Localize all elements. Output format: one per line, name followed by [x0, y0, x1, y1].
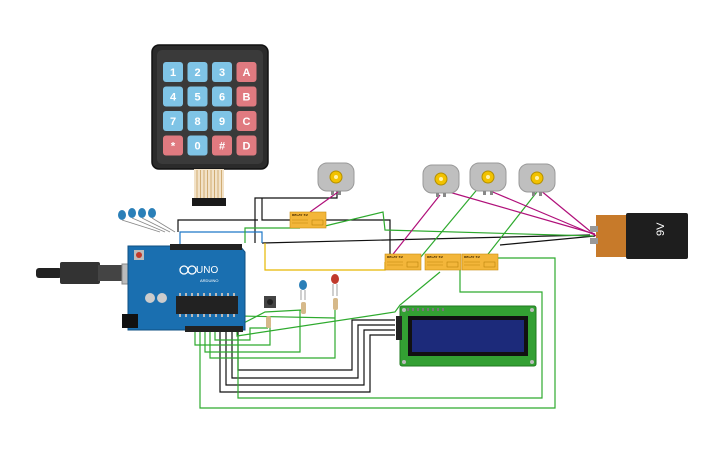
led-blue — [299, 280, 307, 300]
wire-blue — [179, 231, 263, 245]
relay-module: RELAY 5V — [384, 253, 422, 271]
resistor — [266, 316, 271, 328]
led-red — [331, 274, 339, 296]
wire-black — [219, 330, 395, 393]
keypad-key-label: # — [219, 141, 225, 153]
keypad-key-label: A — [243, 67, 251, 79]
keypad-key[interactable]: 7 — [163, 111, 183, 131]
keypad[interactable]: 1 2 3 A 4 5 6 B 7 8 9 C * 0 # D — [151, 44, 269, 206]
dc-motor — [518, 163, 556, 196]
relay-label: RELAY 5V — [464, 255, 481, 259]
wire-black — [231, 324, 395, 379]
push-button[interactable] — [264, 296, 276, 308]
relay-label: RELAY 5V — [427, 255, 444, 259]
wire-green — [244, 227, 300, 243]
wire-green — [209, 310, 336, 359]
wire-green — [204, 310, 301, 353]
arduino-model-label: UNO — [196, 265, 218, 276]
wire-green — [237, 270, 543, 399]
arduino-uno[interactable]: UNO ARDUINO — [36, 244, 246, 332]
lcd-16x2 — [396, 305, 537, 367]
wire-magenta — [487, 189, 596, 236]
resistor — [301, 302, 306, 314]
wire-black — [225, 329, 395, 386]
keypad-key[interactable]: # — [212, 135, 232, 156]
keypad-key[interactable]: 3 — [212, 62, 232, 82]
wire-green — [236, 271, 441, 337]
keypad-key-label: C — [243, 116, 251, 128]
wire-magenta — [539, 189, 597, 237]
keypad-key[interactable]: 1 — [163, 62, 183, 82]
keypad-key-label: 2 — [194, 67, 200, 79]
keypad-key[interactable]: 9 — [212, 111, 232, 131]
keypad-key-label: 5 — [194, 92, 200, 104]
keypad-key[interactable]: A — [236, 62, 257, 82]
keypad-key[interactable]: 2 — [187, 62, 208, 82]
dc-motor — [317, 162, 355, 195]
relay-module: RELAY 5V — [289, 211, 327, 229]
keypad-key[interactable]: 4 — [163, 86, 183, 107]
relay-label: RELAY 5V — [292, 213, 309, 217]
resistor — [333, 298, 338, 310]
arduino-logo-icon — [179, 265, 197, 275]
wire-black — [261, 234, 591, 244]
wire-green — [324, 211, 594, 237]
wire-yellow — [264, 243, 386, 271]
wire-magenta — [389, 194, 441, 259]
keypad-key-label: D — [243, 141, 251, 153]
dc-motor — [422, 164, 460, 197]
dc-motor — [469, 162, 507, 195]
keypad-key-label: 3 — [219, 67, 225, 79]
battery-9v: 9V — [590, 213, 688, 259]
wire-magenta — [309, 191, 339, 213]
keypad-key[interactable]: D — [236, 135, 257, 156]
keypad-key-label: 0 — [194, 141, 200, 153]
wire-green — [419, 185, 481, 259]
relay-module: RELAY 5V — [424, 253, 462, 271]
keypad-key-label: 8 — [194, 116, 200, 128]
keypad-key-label: B — [243, 92, 251, 104]
wire-green — [194, 325, 271, 346]
keypad-key-label: * — [171, 141, 176, 153]
wire-green — [484, 187, 541, 259]
keypad-key-label: 6 — [219, 92, 225, 104]
keypad-key[interactable]: 6 — [212, 86, 232, 107]
keypad-key[interactable]: 5 — [187, 86, 208, 107]
wire-green — [214, 325, 268, 341]
wires — [177, 185, 597, 409]
keypad-key-label: 9 — [219, 116, 225, 128]
keypad-key[interactable]: C — [236, 111, 257, 131]
keypad-key[interactable]: * — [163, 135, 183, 156]
keypad-key-label: 1 — [170, 67, 176, 79]
keypad-key[interactable]: B — [236, 86, 257, 107]
wire-green — [199, 257, 556, 409]
keypad-key[interactable]: 0 — [187, 135, 208, 156]
wire-magenta — [441, 189, 596, 235]
wire-black — [499, 235, 596, 246]
keypad-key-label: 4 — [170, 92, 177, 104]
led-cluster — [118, 208, 176, 233]
relay-label: RELAY 5V — [387, 255, 404, 259]
keypad-key-label: 7 — [170, 116, 176, 128]
battery-label: 9V — [655, 222, 667, 236]
wire-black — [177, 219, 258, 232]
relay-module: RELAY 5V — [461, 253, 499, 271]
arduino-brand-label: ARDUINO — [200, 278, 218, 283]
keypad-key[interactable]: 8 — [187, 111, 208, 131]
